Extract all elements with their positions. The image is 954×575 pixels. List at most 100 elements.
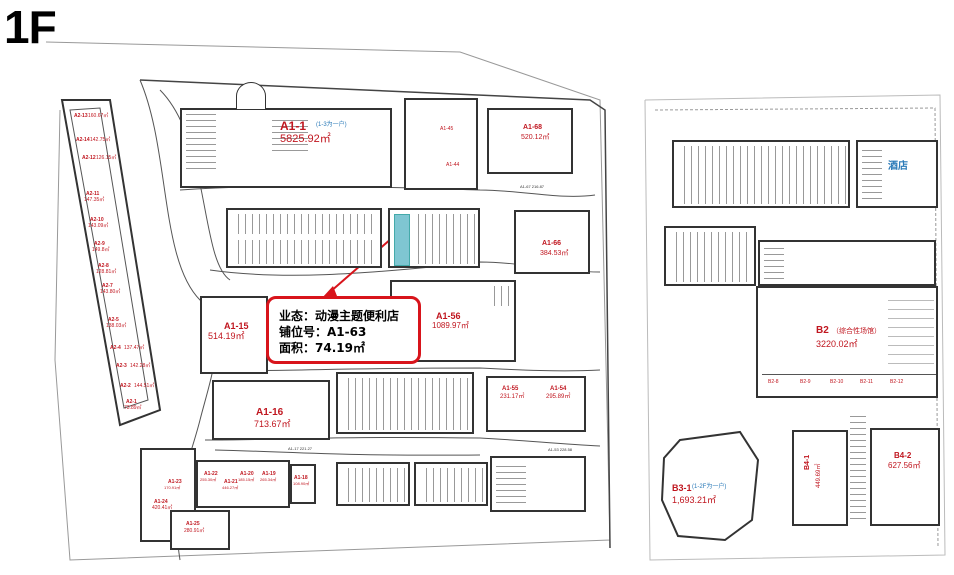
unit-b2-12[interactable]: B2-12 xyxy=(890,379,904,385)
hotel-block[interactable]: 酒店 xyxy=(856,140,938,208)
unit-b4-1-block[interactable]: B4-1 449.69㎡ xyxy=(792,430,848,526)
shops-hatch xyxy=(412,214,476,264)
shop-info-callout: 业态：动漫主题便利店 铺位号：A1-63 面积：74.19㎡ xyxy=(266,296,421,364)
stair-hatch xyxy=(850,414,866,524)
unit-row-block-1[interactable] xyxy=(226,208,382,268)
unit-a1-25-area: 280.91㎡ xyxy=(184,528,205,534)
unit-a1-15-label: A1-15 xyxy=(224,321,249,331)
unit-a1-19-area: 265.34㎡ xyxy=(260,477,277,482)
unit-b2-8[interactable]: B2-8 xyxy=(768,379,779,385)
unit-a1-15-block[interactable]: A1-15 514.19㎡ xyxy=(200,296,268,374)
service-a1-17: A1-17 221.27 xyxy=(288,446,313,451)
shops-hatch xyxy=(678,146,846,204)
area-a2-8: 128.81㎡ xyxy=(96,269,117,275)
unit-row-block-3[interactable] xyxy=(336,372,474,434)
unit-a1-44-label: A1-44 xyxy=(446,162,460,168)
unit-a1-18-block[interactable]: A1-18 108.90㎡ xyxy=(290,464,316,504)
unit-a1-68-block[interactable]: A1-68 520.12㎡ xyxy=(487,108,573,174)
area-a2-10: 143.09㎡ xyxy=(88,223,109,229)
unit-a1-66-label: A1-66 xyxy=(542,240,562,247)
unit-a2-9[interactable]: A2-9 xyxy=(94,241,105,247)
unit-a1-68-area: 520.12㎡ xyxy=(521,134,550,141)
service-a1-67: A1-67 216.87 xyxy=(520,184,545,189)
unit-a1-19-label: A1-19 xyxy=(262,471,276,477)
area-a2-5: 138.03㎡ xyxy=(106,323,127,329)
unit-a2-10[interactable]: A2-10 xyxy=(90,217,104,223)
unit-row-block-4[interactable]: A1-22 255.30㎡ A1-21 446.27㎡ A1-20 185.15… xyxy=(196,460,290,508)
area-a2-1: 73.89㎡ xyxy=(124,405,142,411)
stair-hatch xyxy=(186,114,216,174)
unit-a2-7[interactable]: A2-7 xyxy=(102,283,113,289)
unit-row-block-5[interactable] xyxy=(336,462,410,506)
stair-hatch xyxy=(488,286,512,306)
unit-b2-note: （综合性场馆） xyxy=(832,328,881,335)
unit-a2-8[interactable]: A2-8 xyxy=(98,263,109,269)
b2-top-block[interactable] xyxy=(758,240,936,286)
unit-a2-12[interactable]: A2-12 xyxy=(82,155,96,161)
unit-a1-24-area: 420.41㎡ xyxy=(152,505,173,511)
unit-a1-1-note: (1-3为一户) xyxy=(316,122,347,128)
area-a2-2: 144.51㎡ xyxy=(134,383,155,389)
unit-a2-14[interactable]: A2-14 xyxy=(76,137,90,143)
area-a2-13: 160.67㎡ xyxy=(88,113,109,119)
shops-hatch xyxy=(670,232,752,282)
unit-a2-3[interactable]: A2-3 xyxy=(116,363,127,369)
unit-b2-area: 3220.02㎡ xyxy=(816,339,858,349)
b1-lower-block[interactable] xyxy=(664,226,756,286)
callout-business-type: 业态：动漫主题便利店 xyxy=(279,309,400,323)
unit-a2-2[interactable]: A2-2 xyxy=(120,383,131,389)
unit-a1-24-label: A1-24 xyxy=(154,499,168,505)
unit-a1-22-label: A1-22 xyxy=(204,471,218,477)
unit-b2-10[interactable]: B2-10 xyxy=(830,379,844,385)
unit-b2-9[interactable]: B2-9 xyxy=(800,379,811,385)
unit-a2-13[interactable]: A2-13 xyxy=(74,113,88,119)
unit-a1-18-label: A1-18 xyxy=(294,475,308,481)
unit-b3-1-area: 1,693.21㎡ xyxy=(672,495,717,505)
unit-a1-23-label: A1-23 xyxy=(168,479,182,485)
shops-hatch xyxy=(232,240,378,264)
unit-a1-16-block[interactable]: A1-16 713.67㎡ xyxy=(212,380,330,440)
unit-a1-55-54-block[interactable]: A1-55 231.17㎡ A1-54 295.89㎡ xyxy=(486,376,586,432)
unit-a2-11[interactable]: A2-11 xyxy=(86,191,100,197)
unit-row-block-6[interactable] xyxy=(414,462,488,506)
unit-a1-21-area: 446.27㎡ xyxy=(222,485,239,490)
unit-a2-5[interactable]: A2-5 xyxy=(108,317,119,323)
unit-a1-55-label: A1-55 xyxy=(502,386,519,392)
unit-b4-2-label: B4-2 xyxy=(894,451,912,460)
unit-a2-4[interactable]: A2-4 xyxy=(110,345,121,351)
unit-b2-label: B2 xyxy=(816,325,829,336)
unit-a1-20-label: A1-20 xyxy=(240,471,254,477)
unit-b2-block[interactable]: B2 （综合性场馆） 3220.02㎡ B2-8 B2-9 B2-10 B2-1… xyxy=(756,286,938,398)
unit-a1-24-block[interactable]: A1-24 420.41㎡ xyxy=(140,448,196,542)
unit-a1-1-block[interactable]: A1-1 (1-3为一户) 5825.92㎡ xyxy=(180,108,392,188)
unit-b4-2-area: 627.56㎡ xyxy=(888,461,921,470)
floor-label: 1F xyxy=(4,1,57,53)
unit-b2-11[interactable]: B2-11 xyxy=(860,379,873,385)
unit-a1-66-block[interactable]: A1-66 384.53㎡ xyxy=(514,210,590,274)
unit-b3-1-note: (1-2F为一户) xyxy=(692,484,727,490)
unit-b4-1-label: B4-1 xyxy=(804,454,811,470)
unit-b3-1-label[interactable]: B3-1 xyxy=(672,483,692,493)
unit-b4-1-area: 449.69㎡ xyxy=(816,463,822,488)
unit-a1-16-area: 713.67㎡ xyxy=(254,419,291,429)
unit-row-block-7[interactable] xyxy=(490,456,586,512)
unit-b4-2-block[interactable]: B4-2 627.56㎡ xyxy=(870,428,940,526)
area-a2-14: 142.75㎡ xyxy=(90,137,111,143)
unit-a1-55-area: 231.17㎡ xyxy=(500,394,525,400)
unit-row-block-2[interactable] xyxy=(388,208,480,268)
unit-a2-1[interactable]: A2-1 xyxy=(126,399,137,405)
unit-a1-45-44-block[interactable]: A1-45 A1-44 xyxy=(404,98,478,190)
unit-a1-20-area: 185.15㎡ xyxy=(238,477,255,482)
shops-hatch xyxy=(342,468,406,502)
area-a2-12: 126.15㎡ xyxy=(96,155,117,161)
unit-a1-21-label: A1-21 xyxy=(224,479,238,485)
b1-block[interactable] xyxy=(672,140,850,208)
highlighted-unit-a1-63[interactable] xyxy=(394,214,410,266)
unit-a1-54-label: A1-54 xyxy=(550,386,567,392)
unit-a1-25-block[interactable]: A1-25 280.91㎡ xyxy=(170,510,230,550)
callout-unit-number: 铺位号：A1-63 xyxy=(279,325,367,339)
unit-a1-66-area: 384.53㎡ xyxy=(540,250,569,257)
area-a2-11: 147.35㎡ xyxy=(84,197,105,203)
area-a2-4: 137.47㎡ xyxy=(124,345,145,351)
stair-hatch xyxy=(272,116,308,156)
